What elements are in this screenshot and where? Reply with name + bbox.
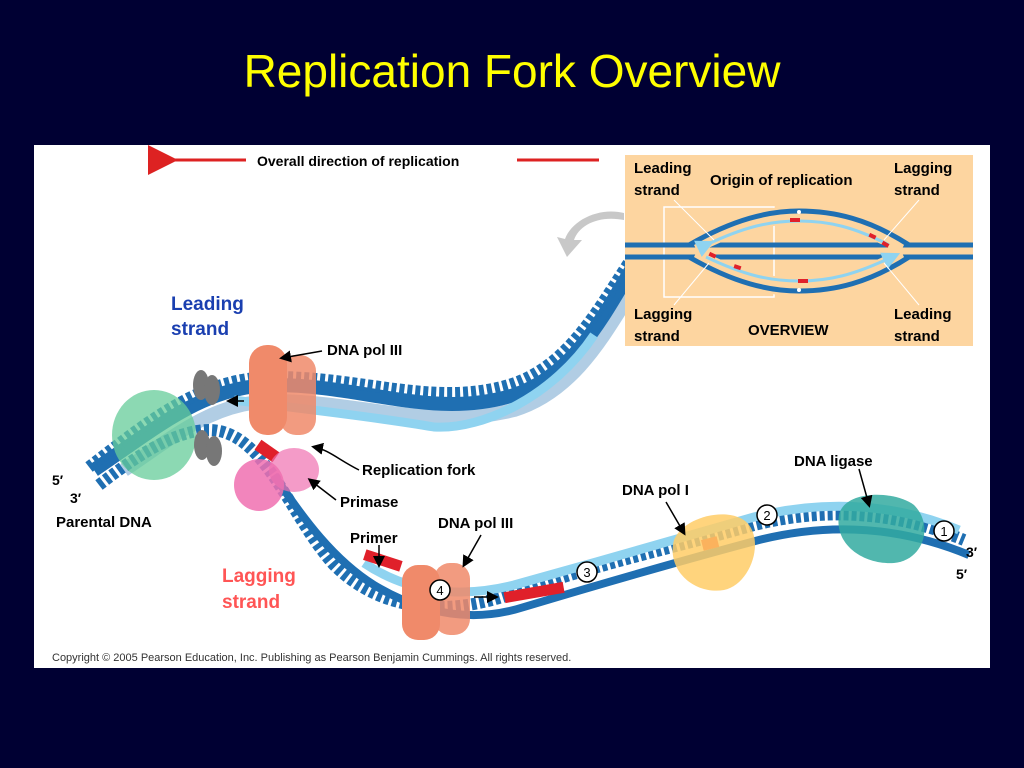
dna-pol-iii-leading	[249, 345, 316, 435]
primase-label: Primase	[340, 494, 398, 511]
lagging-strand-label-line2: strand	[222, 592, 280, 613]
inset-leading-strand-br-1: Leading	[894, 306, 952, 323]
leading-strand-label-line1: Leading	[171, 294, 244, 315]
svg-text:1: 1	[940, 524, 947, 539]
lagging-strand-label-line1: Lagging	[222, 566, 296, 587]
primase-2	[269, 448, 319, 492]
zoom-arrow-icon	[557, 211, 624, 257]
svg-text:3: 3	[583, 565, 590, 580]
primer-segment-2	[503, 581, 565, 604]
dna-ligase-label: DNA ligase	[794, 453, 873, 470]
end-3-left: 3′	[70, 490, 82, 506]
helicase-rings	[193, 370, 222, 466]
inset-leading-strand-br-2: strand	[894, 328, 940, 345]
overview-inset: Leading strand Origin of replication Lag…	[625, 155, 973, 346]
primer-fork	[254, 439, 280, 463]
end-5-right: 5′	[956, 566, 968, 582]
dna-pol-iii-bottom-label: DNA pol III	[438, 515, 513, 532]
inset-lagging-strand-tr-2: strand	[894, 182, 940, 199]
primer-label: Primer	[350, 530, 398, 547]
step-marker-3: 3	[576, 561, 598, 583]
lagging-template-strand	[270, 472, 971, 620]
end-3-right: 3′	[966, 544, 978, 560]
parental-dna-label: Parental DNA	[56, 514, 152, 531]
replication-fork-figure: Overall direction of replication	[34, 145, 990, 668]
inset-lagging-strand-bl-1: Lagging	[634, 306, 692, 323]
dna-pol-iii-top-label: DNA pol III	[327, 342, 402, 359]
dna-ligase	[838, 494, 925, 564]
inset-overview-caption: OVERVIEW	[748, 322, 829, 339]
parental-strand-lower	[95, 423, 967, 614]
leading-strand-label-line2: strand	[171, 319, 229, 340]
copyright-notice: Copyright © 2005 Pearson Education, Inc.…	[52, 652, 571, 664]
dna-pol-iii-lagging	[402, 563, 470, 640]
dna-pol-i-label: DNA pol I	[622, 482, 689, 499]
end-5-left: 5′	[52, 472, 64, 488]
step-marker-1: 1	[933, 520, 955, 542]
overall-direction-label: Overall direction of replication	[257, 153, 459, 169]
inset-leading-strand-tl-1: Leading	[634, 160, 692, 177]
inset-lagging-strand-bl-2: strand	[634, 328, 680, 345]
step-marker-4: 4	[429, 579, 451, 601]
step-marker-2: 2	[756, 504, 778, 526]
svg-text:2: 2	[763, 508, 770, 523]
replication-fork-label: Replication fork	[362, 462, 476, 479]
helicase	[112, 390, 196, 480]
dna-pol-i	[672, 514, 755, 591]
leader-lines	[279, 350, 873, 568]
svg-text:4: 4	[436, 583, 443, 598]
slide-title: Replication Fork Overview	[243, 45, 781, 97]
inset-leading-strand-tl-2: strand	[634, 182, 680, 199]
inset-origin-label: Origin of replication	[710, 172, 853, 189]
inset-lagging-strand-tr-1: Lagging	[894, 160, 952, 177]
figure-canvas: Overall direction of replication	[52, 145, 978, 664]
